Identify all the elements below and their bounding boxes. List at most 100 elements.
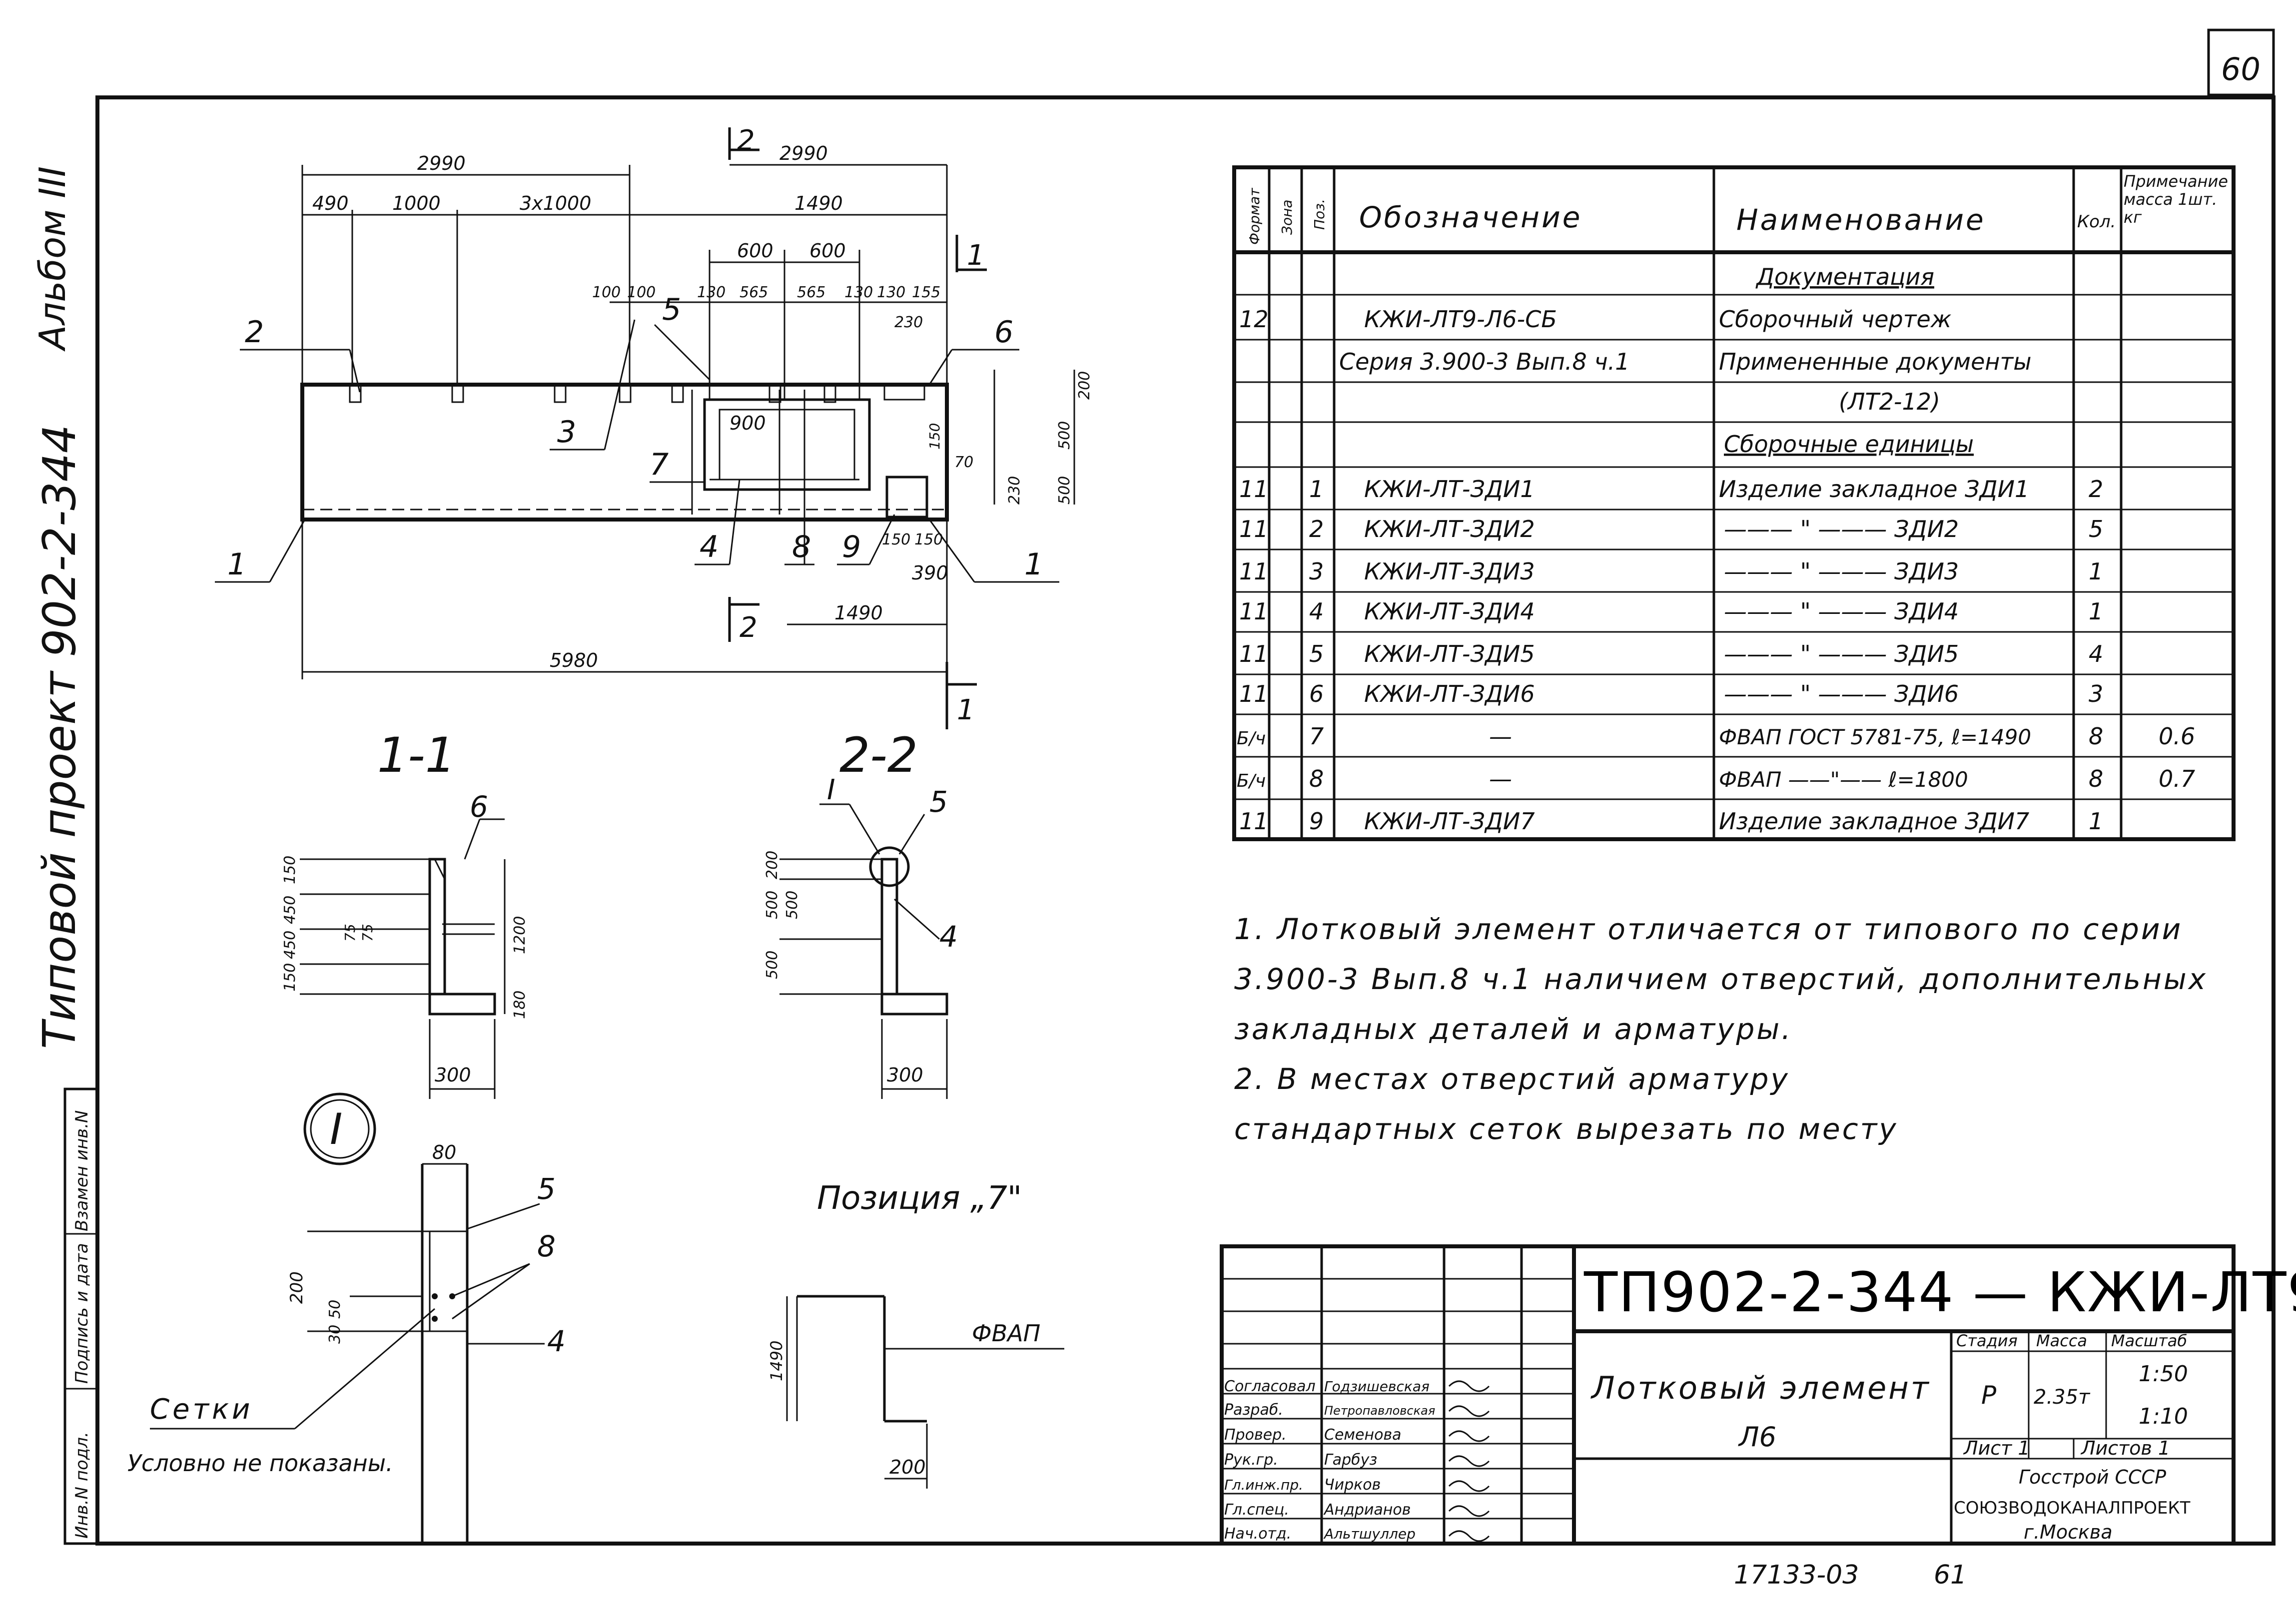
detail-I-dim-50: 50 bbox=[326, 1300, 344, 1319]
org-soyuzvodokanalproekt: СОЮЗВОДОКАНАЛПРОЕКТ bbox=[1954, 1498, 2191, 1518]
section-1-1-dim-150-a: 150 bbox=[281, 856, 299, 884]
plan-dim-500-right-b: 500 bbox=[1056, 476, 1073, 505]
note-line: закладных деталей и арматуры. bbox=[1234, 1012, 1793, 1046]
name-chief-engineer: Чирков bbox=[1324, 1476, 1381, 1494]
mass-value: 2.35т bbox=[2034, 1386, 2091, 1409]
plan-dim-2990-right: 2990 bbox=[779, 142, 828, 164]
name-chief-specialist: Андрианов bbox=[1323, 1501, 1411, 1519]
position-7-dim-1490: 1490 bbox=[767, 1341, 786, 1381]
spec-row-designation: КЖИ-ЛТ-ЗДИ6 bbox=[1364, 680, 1535, 707]
section-2-2-dim-500-b: 500 bbox=[783, 891, 801, 919]
spec-row-note: 0.6 bbox=[2159, 723, 2195, 750]
spec-row-name: Изделие закладное ЗДИ7 bbox=[1719, 808, 2029, 835]
role-agreed: Согласовал bbox=[1224, 1378, 1316, 1395]
plan-dim-150-side: 150 bbox=[926, 423, 943, 450]
plan-dim-150-bottom-a: 150 bbox=[882, 531, 910, 548]
plan-leader-9: 9 bbox=[842, 530, 861, 564]
note-line: 3.900-3 Вып.8 ч.1 наличием отверстий, до… bbox=[1234, 962, 2208, 996]
spec-row-designation: — bbox=[1489, 765, 1512, 792]
section-2-2-leader-4: 4 bbox=[939, 920, 958, 954]
plan-leader-4: 4 bbox=[700, 530, 719, 564]
detail-I-dim-200: 200 bbox=[287, 1271, 307, 1304]
spec-row-note: 0.7 bbox=[2159, 765, 2195, 792]
bottom-number: 17133-03 bbox=[1734, 1560, 1859, 1590]
section-1-1-dim-1200: 1200 bbox=[511, 916, 529, 954]
spec-table: Формат Зона Поз. Обозначение Наименовани… bbox=[1232, 165, 2236, 841]
spec-row: 11 1 КЖИ-ЛТ-ЗДИ1 Изделие закладное ЗДИ1 … bbox=[1239, 476, 2103, 503]
spec-row-designation: КЖИ-ЛТ-ЗДИ3 bbox=[1364, 558, 1535, 585]
detail-I-title: I bbox=[330, 1104, 342, 1154]
spec-header-format: Формат bbox=[1246, 188, 1263, 245]
name-checked: Семенова bbox=[1324, 1426, 1402, 1444]
section-1-1-dim-75-b: 75 bbox=[359, 924, 376, 942]
spec-row-designation: Серия 3.900-3 Вып.8 ч.1 bbox=[1339, 348, 1630, 375]
plan-view: 2990 2990 490 1000 3х1000 1490 600 600 1… bbox=[215, 124, 1093, 729]
section-2-2-leader-I: I bbox=[827, 774, 835, 806]
position-7-dim-200: 200 bbox=[889, 1456, 926, 1478]
spec-header-qty: Кол. bbox=[2077, 212, 2116, 232]
sheet-label: Лист 1 bbox=[1963, 1437, 2030, 1459]
spec-row: 11 2 КЖИ-ЛТ-ЗДИ2 ——— " ——— ЗДИ2 5 bbox=[1239, 516, 2103, 542]
spec-header-pos: Поз. bbox=[1311, 199, 1328, 230]
section-2-2-dim-500-a: 500 bbox=[764, 891, 781, 919]
spec-row: 11 4 КЖИ-ЛТ-ЗДИ4 ——— " ——— ЗДИ4 1 bbox=[1239, 598, 2103, 625]
role-developed: Разраб. bbox=[1224, 1401, 1283, 1419]
plan-dim-100-b: 100 bbox=[627, 284, 656, 301]
spec-row-qty: 2 bbox=[2089, 476, 2103, 503]
title-code: ТП902-2-344 — КЖИ-ЛТ9-Л6-СБ bbox=[1583, 1260, 2296, 1324]
spec-row-pos: 3 bbox=[1309, 558, 1324, 585]
position-7-title: Позиция „7" bbox=[817, 1180, 1022, 1217]
spec-row-pos: 9 bbox=[1309, 808, 1324, 835]
spec-row-format: 11 bbox=[1239, 558, 1269, 585]
spec-row: 11 9 КЖИ-ЛТ-ЗДИ7 Изделие закладное ЗДИ7 … bbox=[1239, 808, 2103, 835]
name-group-lead: Гарбуз bbox=[1324, 1451, 1377, 1469]
detail-I-leader-5: 5 bbox=[537, 1172, 556, 1206]
detail-I-note-meshes: Сетки bbox=[150, 1393, 253, 1426]
section-2-2-dim-300: 300 bbox=[887, 1064, 923, 1086]
spec-row: Б/ч 7 — ФВАП ГОСТ 5781-75, ℓ=1490 8 0.6 bbox=[1237, 723, 2195, 750]
element-name: Лотковый элемент bbox=[1590, 1370, 1931, 1406]
spec-row: Б/ч 8 — ФВАП ——"—— ℓ=1800 8 0.7 bbox=[1237, 765, 2195, 792]
scale-value-1: 1:50 bbox=[2139, 1361, 2188, 1387]
spec-header-designation: Обозначение bbox=[1359, 200, 1582, 234]
plan-leader-2: 2 bbox=[245, 315, 264, 350]
spec-row-designation: КЖИ-ЛТ-ЗДИ4 bbox=[1364, 598, 1535, 625]
spec-row-pos: 6 bbox=[1309, 680, 1324, 707]
spec-row-designation: КЖИ-ЛТ9-Л6-СБ bbox=[1364, 306, 1557, 333]
element-code: Л6 bbox=[1738, 1421, 1776, 1453]
spec-row: Документация bbox=[1755, 263, 1934, 290]
plan-dim-2990-left: 2990 bbox=[417, 152, 466, 174]
plan-dim-230-side: 230 bbox=[1006, 476, 1023, 505]
spec-row-name: ——— " ——— ЗДИ2 bbox=[1724, 516, 1959, 542]
spec-row-format: 11 bbox=[1239, 516, 1269, 542]
plan-dim-1490-bottom: 1490 bbox=[834, 602, 883, 624]
spec-row-designation: КЖИ-ЛТ-ЗДИ2 bbox=[1364, 516, 1535, 542]
spec-header-note: Примечание масса 1шт. кг bbox=[2124, 172, 2228, 227]
section-2-2-title: 2-2 bbox=[839, 727, 918, 783]
project-label: Типовой проект 902-2-344 bbox=[33, 425, 86, 1049]
sheets-label: Листов 1 bbox=[2080, 1437, 2170, 1459]
plan-dim-3x1000: 3х1000 bbox=[520, 192, 591, 214]
detail-I-dim-30: 30 bbox=[326, 1325, 344, 1344]
plan-dim-1000: 1000 bbox=[392, 192, 441, 214]
spec-row-designation: КЖИ-ЛТ-ЗДИ5 bbox=[1364, 640, 1535, 667]
plan-dim-150-bottom-b: 150 bbox=[914, 531, 943, 548]
role-chief-specialist: Гл.спец. bbox=[1224, 1501, 1289, 1519]
section-1-1-dim-180: 180 bbox=[511, 991, 529, 1019]
spec-row-name: Сборочный чертеж bbox=[1719, 306, 1952, 333]
plan-dim-100-a: 100 bbox=[592, 284, 621, 301]
page-number-box: 60 bbox=[2207, 28, 2275, 96]
section-1-1-dim-450-a: 450 bbox=[281, 896, 299, 924]
role-head-dept: Нач.отд. bbox=[1224, 1525, 1291, 1543]
plan-element-outline bbox=[300, 383, 949, 522]
spec-row-pos: 1 bbox=[1309, 476, 1324, 503]
spec-row-name: ——— " ——— ЗДИ3 bbox=[1724, 558, 1959, 585]
spec-row-pos: 5 bbox=[1309, 640, 1324, 667]
plan-dim-5980: 5980 bbox=[550, 649, 598, 671]
spec-row-pos: 7 bbox=[1309, 723, 1324, 750]
spec-row-format: 11 bbox=[1239, 680, 1269, 707]
page-number: 60 bbox=[2221, 51, 2261, 87]
plan-leader-7: 7 bbox=[650, 447, 669, 482]
plan-dim-490: 490 bbox=[312, 192, 349, 214]
plan-dim-200-right: 200 bbox=[1076, 371, 1093, 400]
